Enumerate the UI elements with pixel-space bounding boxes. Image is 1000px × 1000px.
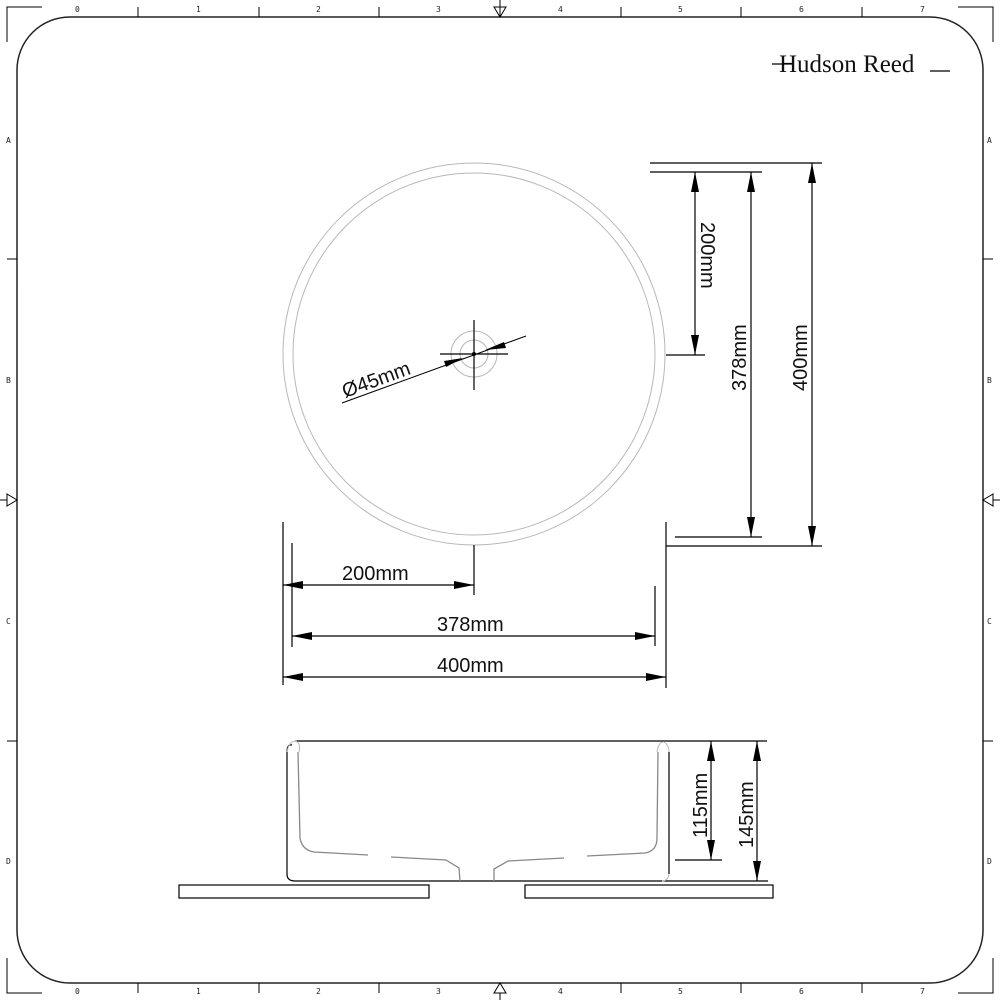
svg-text:4: 4 bbox=[558, 5, 563, 14]
svg-text:1: 1 bbox=[196, 5, 201, 14]
center-mark-left-icon bbox=[0, 493, 18, 507]
svg-text:5: 5 bbox=[678, 5, 683, 14]
drawing-frame bbox=[16, 16, 984, 984]
width-center-label: 200mm bbox=[342, 563, 409, 585]
basin-inner-profile-right bbox=[493, 857, 565, 881]
countertop-left bbox=[178, 884, 430, 899]
svg-text:A: A bbox=[6, 136, 11, 145]
bottom-ruler: 0 1 2 3 4 5 6 7 bbox=[75, 982, 925, 1000]
center-mark-bottom-icon bbox=[493, 982, 507, 1000]
svg-text:D: D bbox=[987, 857, 992, 866]
horizontal-dimensions: 200mm 378mm 400mm bbox=[282, 522, 667, 688]
depth-outer-label: 400mm bbox=[790, 324, 812, 391]
brand-name: Hudson Reed bbox=[779, 51, 915, 78]
waste-outlet-icon bbox=[440, 320, 508, 390]
svg-text:6: 6 bbox=[799, 5, 804, 14]
svg-text:0: 0 bbox=[75, 987, 80, 996]
width-outer-label: 400mm bbox=[437, 655, 504, 677]
basin-inner-profile-left bbox=[297, 751, 369, 856]
svg-text:B: B bbox=[6, 376, 11, 385]
depth-center-label: 200mm bbox=[696, 222, 718, 289]
svg-text:3: 3 bbox=[436, 987, 441, 996]
svg-text:2: 2 bbox=[316, 987, 321, 996]
svg-text:6: 6 bbox=[799, 987, 804, 996]
svg-text:3: 3 bbox=[436, 5, 441, 14]
svg-text:D: D bbox=[6, 857, 11, 866]
svg-text:7: 7 bbox=[920, 5, 925, 14]
svg-text:0: 0 bbox=[75, 5, 80, 14]
overall-height-label: 145mm bbox=[736, 781, 758, 848]
right-ruler: A B C D bbox=[982, 136, 1000, 866]
svg-text:A: A bbox=[987, 136, 992, 145]
svg-text:B: B bbox=[987, 376, 992, 385]
crop-marks bbox=[6, 6, 994, 994]
svg-text:1: 1 bbox=[196, 987, 201, 996]
width-inner-label: 378mm bbox=[437, 614, 504, 636]
waste-diameter-dimension: Ø45mm bbox=[339, 335, 527, 404]
top-ruler: 0 1 2 3 4 5 6 7 bbox=[75, 0, 925, 18]
svg-text:C: C bbox=[6, 617, 11, 626]
center-mark-top-icon bbox=[493, 0, 507, 18]
svg-text:5: 5 bbox=[678, 987, 683, 996]
side-view: 115mm 145mm bbox=[178, 740, 774, 899]
inner-depth-label: 115mm bbox=[690, 773, 712, 838]
depth-inner-label: 378mm bbox=[729, 324, 751, 391]
svg-text:4: 4 bbox=[558, 987, 563, 996]
vertical-dimensions: 200mm 378mm 400mm bbox=[650, 162, 822, 547]
plan-view: Ø45mm bbox=[282, 162, 666, 546]
svg-text:C: C bbox=[987, 617, 992, 626]
center-mark-right-icon bbox=[982, 493, 1000, 507]
brand-logo: Hudson Reed bbox=[772, 51, 950, 78]
basin-inner-rim bbox=[292, 172, 656, 536]
left-ruler: A B C D bbox=[0, 136, 18, 866]
waste-diameter-label: Ø45mm bbox=[339, 358, 413, 403]
svg-text:7: 7 bbox=[920, 987, 925, 996]
svg-text:2: 2 bbox=[316, 5, 321, 14]
countertop-right bbox=[524, 884, 774, 899]
